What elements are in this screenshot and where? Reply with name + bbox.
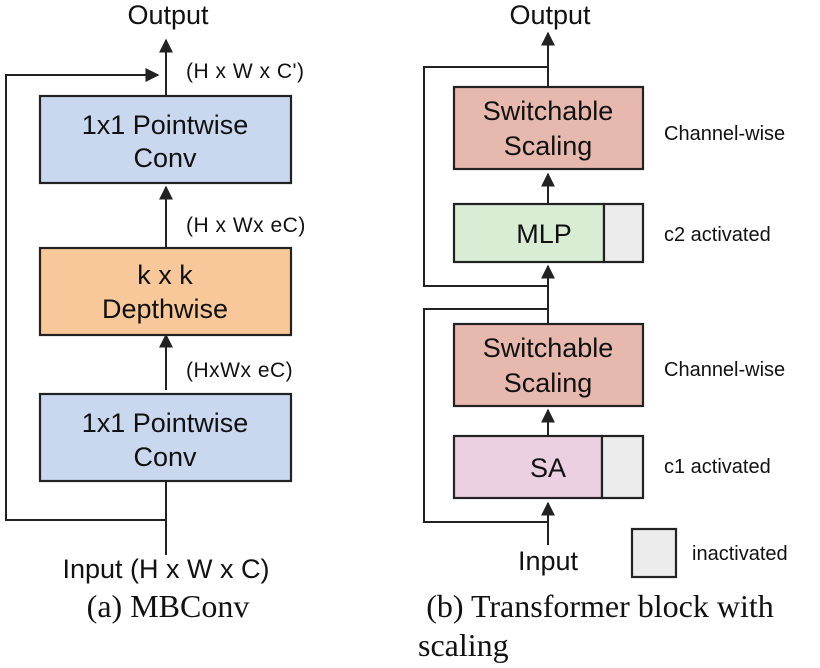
top-pointwise-conv-block: [38, 94, 293, 185]
side-label-top-scaling: Channel-wise: [664, 123, 785, 145]
bottom-scaling-line1: Switchable: [483, 333, 614, 363]
dim-label-top: (H x W x C'): [186, 60, 305, 83]
transformer-caption-line1: (b) Transformer block with: [426, 588, 774, 624]
transformer-input-label: Input: [518, 546, 579, 576]
top-scaling-line2: Scaling: [504, 131, 593, 161]
transformer-diagram: Output Switchable Scaling MLP Switchable…: [418, 0, 788, 663]
side-label-sa: c1 activated: [664, 456, 771, 478]
bottom-pointwise-conv-line2: Conv: [133, 442, 197, 472]
transformer-caption-line2: scaling: [418, 627, 509, 663]
side-label-mlp: c2 activated: [664, 224, 771, 246]
mbconv-caption: (a) MBConv: [87, 588, 250, 624]
mlp-inactive-segment: [602, 202, 645, 264]
inactivated-legend-label: inactivated: [692, 543, 788, 565]
bottom-scaling-line2: Scaling: [504, 368, 593, 398]
mbconv-skip-connection: [5, 68, 166, 521]
dim-label-mid: (H x Wx eC): [186, 214, 306, 237]
mlp-label: MLP: [516, 219, 572, 249]
dim-label-low: (HxWx eC): [186, 359, 293, 382]
transformer-skip-upper: [423, 66, 548, 287]
mbconv-output-label: Output: [127, 0, 209, 30]
side-label-bottom-scaling: Channel-wise: [664, 359, 785, 381]
bottom-pointwise-conv-block: [38, 392, 293, 483]
depthwise-conv-block: [38, 246, 293, 337]
mlp-block: [452, 202, 606, 264]
sa-inactive-segment: [600, 434, 645, 500]
sa-label: SA: [530, 453, 566, 483]
transformer-output-label: Output: [509, 0, 591, 30]
top-scaling-line1: Switchable: [483, 96, 614, 126]
bottom-pointwise-conv-line1: 1x1 Pointwise: [82, 408, 249, 438]
top-pointwise-conv-line2: Conv: [133, 143, 197, 173]
mbconv-diagram: Output 1x1 Pointwise Conv k x k Depthwis…: [5, 0, 306, 624]
top-switchable-scaling-block: [452, 85, 645, 171]
inactivated-legend-swatch: [630, 527, 678, 579]
bottom-switchable-scaling-block: [452, 322, 645, 408]
depthwise-line2: Depthwise: [102, 294, 228, 324]
mbconv-input-label: Input (H x W x C): [62, 554, 269, 584]
top-pointwise-conv-line1: 1x1 Pointwise: [82, 110, 249, 140]
depthwise-line1: k x k: [137, 260, 193, 290]
transformer-skip-lower: [423, 308, 548, 523]
self-attention-block: [452, 434, 604, 500]
